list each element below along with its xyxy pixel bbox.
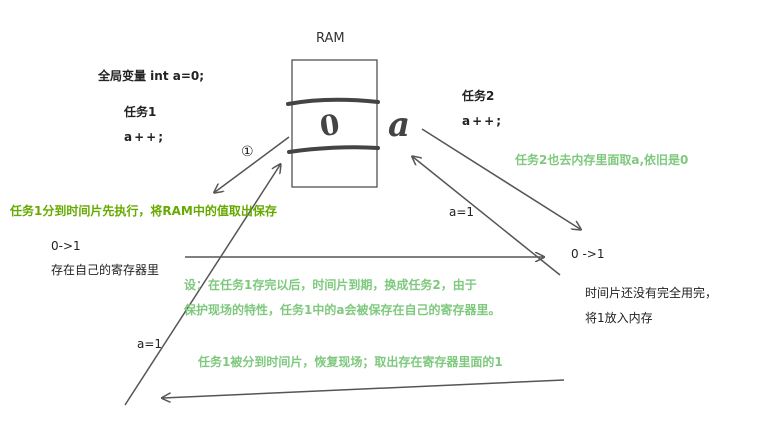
arrow-ram-to-task1 (215, 136, 290, 192)
ram-stroke-top (286, 97, 380, 106)
timeslice-note-line1: 时间片还没有完全用完， (585, 286, 718, 300)
task1-register-change: 0->1 (51, 239, 81, 253)
task1-fetch-note: 任务1分到时间片先执行，将RAM中的值取出保存 (10, 204, 277, 218)
ram-box (291, 59, 378, 188)
assume-note-line2: 保护现场的特性，任务1中的a会被保存在自己的寄存器里。 (184, 303, 501, 317)
task1-title: 任务1 (124, 105, 157, 119)
timeslice-note-line2: 将1放入内存 (585, 311, 653, 325)
ram-value-zero: 0 (317, 107, 342, 144)
task2-code: a++; (462, 114, 504, 128)
a-equals-1-left: a=1 (137, 337, 163, 351)
a-equals-1-right: a=1 (449, 205, 475, 219)
restore-note: 任务1被分到时间片，恢复现场；取出存在寄存器里面的1 (198, 355, 503, 369)
arrow-task2-fetch (421, 128, 580, 229)
arrow-store-to-ram (413, 157, 561, 276)
task2-register-change: 0 ->1 (571, 247, 605, 261)
ram-value-a: a (388, 105, 411, 145)
ram-label: RAM (316, 31, 345, 46)
global-variable: 全局变量 int a=0; (98, 69, 205, 83)
task2-fetch-note: 任务2也去内存里面取a,依旧是0 (515, 153, 689, 167)
arrow-restore (163, 379, 565, 398)
assume-note-line1: 设：在任务1存完以后，时间片到期，换成任务2，由于 (184, 278, 477, 292)
ram-stroke-bottom (287, 145, 380, 154)
task1-register-note: 存在自己的寄存器里 (51, 263, 160, 277)
task1-code: a++; (124, 130, 166, 144)
step-one-marker: ① (241, 144, 254, 160)
task2-title: 任务2 (462, 89, 495, 103)
arrow-task1-writeback (124, 165, 280, 406)
